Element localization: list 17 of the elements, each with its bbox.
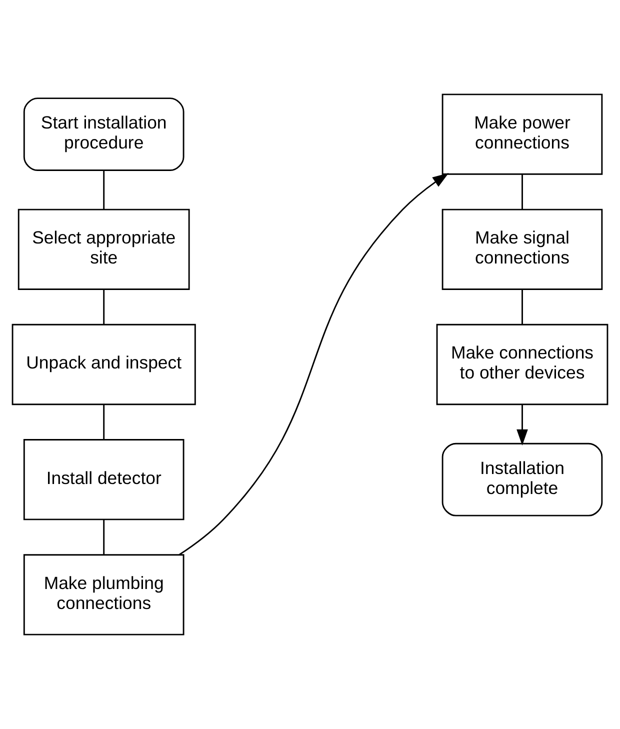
node-box: Make plumbing connections bbox=[23, 554, 184, 636]
connector bbox=[522, 289, 523, 324]
connector bbox=[103, 404, 105, 440]
arrow bbox=[516, 404, 528, 446]
node-box: Make connections to other devices bbox=[436, 324, 608, 406]
node-box: Install detector bbox=[23, 439, 184, 520]
node-box: Make power connections bbox=[442, 94, 603, 175]
connector bbox=[103, 170, 105, 210]
node-box: Start installation procedure bbox=[23, 98, 184, 171]
node-box: Unpack and inspect bbox=[12, 324, 196, 406]
connector bbox=[103, 520, 105, 555]
node-box: Make signal connections bbox=[442, 208, 603, 290]
arrow bbox=[178, 173, 449, 556]
connector bbox=[522, 174, 523, 210]
node-box: Select appropriate site bbox=[18, 208, 190, 290]
node-box: Installation complete bbox=[442, 442, 603, 516]
connector bbox=[103, 289, 105, 324]
